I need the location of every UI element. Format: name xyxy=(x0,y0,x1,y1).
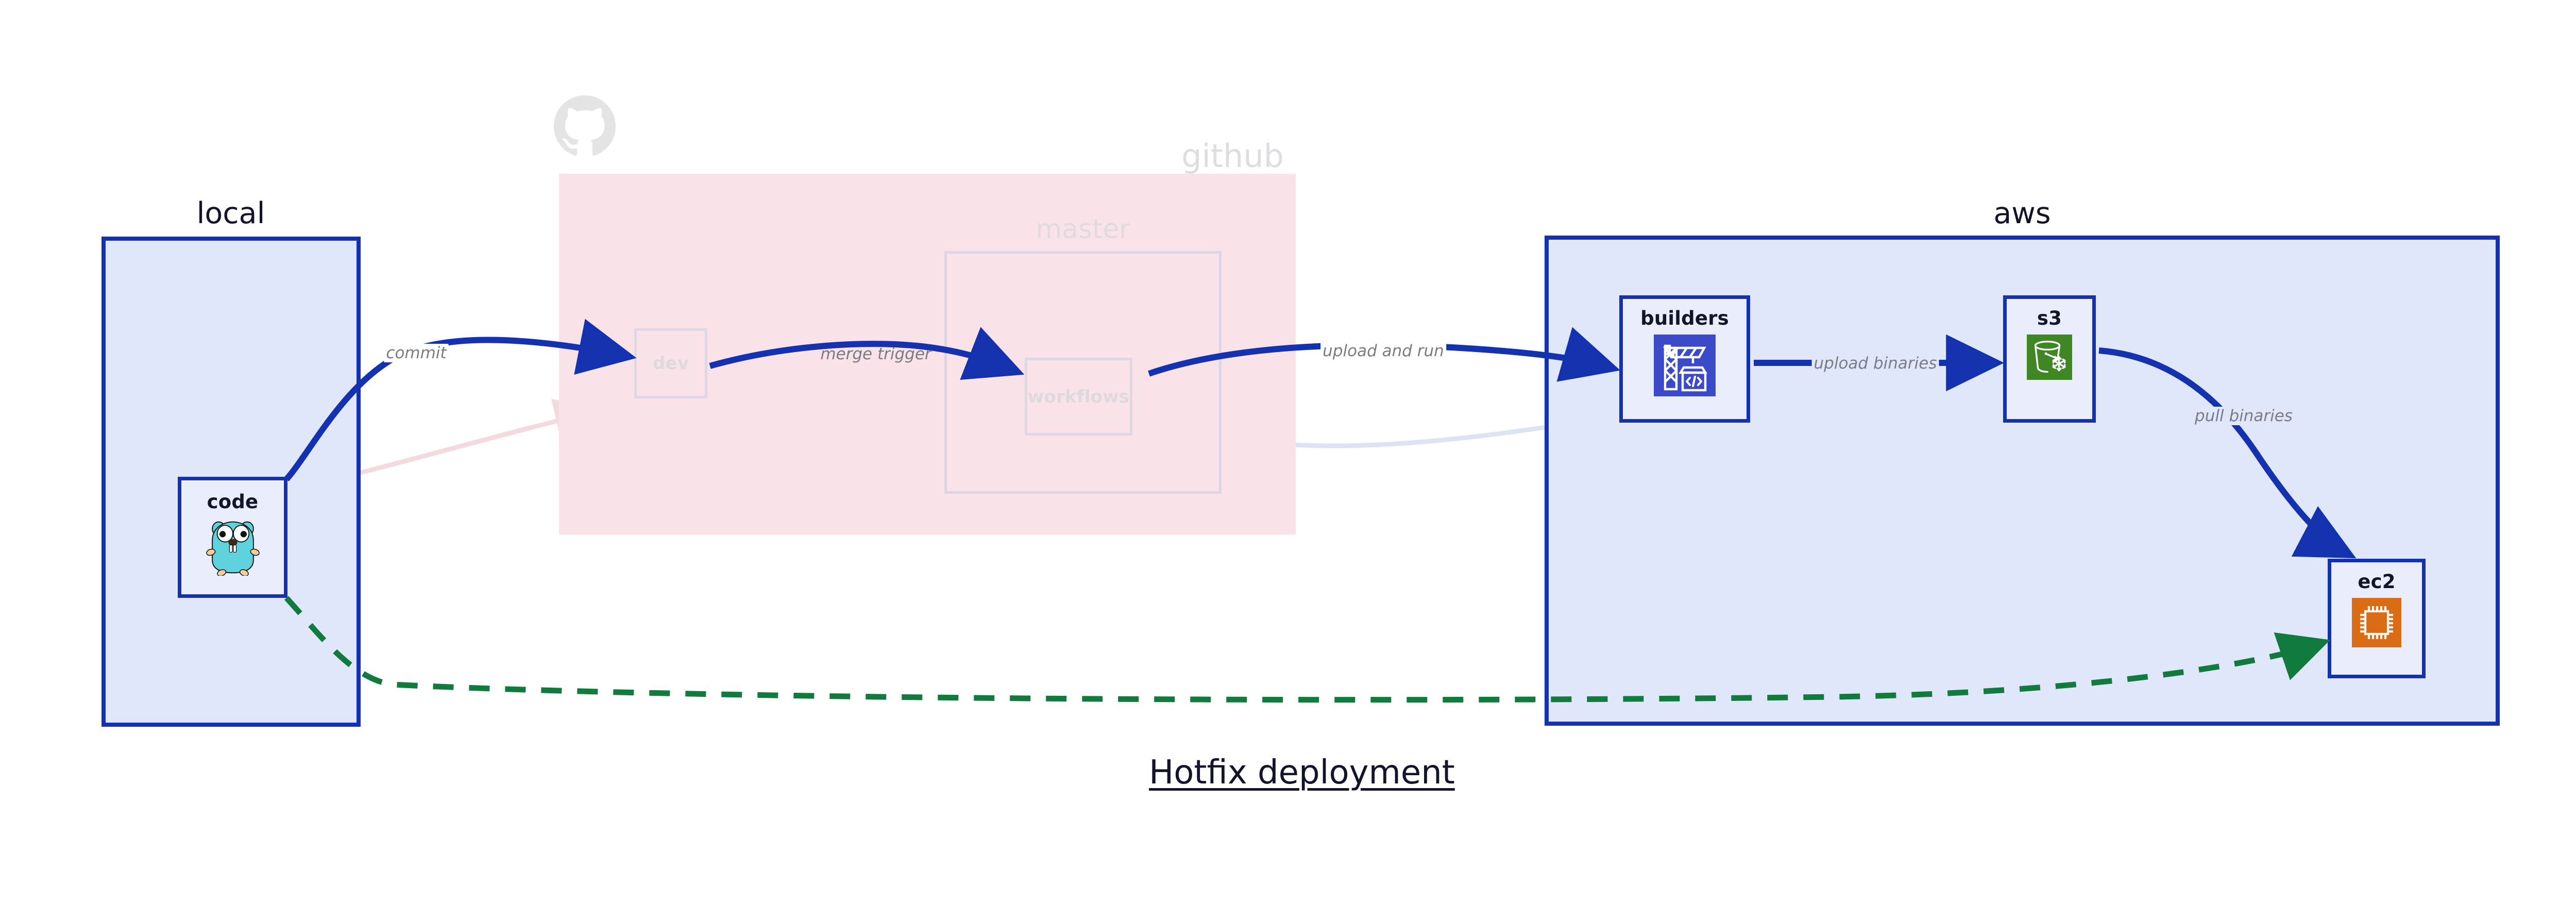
node-workflows[interactable]: workflows xyxy=(1025,358,1132,436)
node-dev-label: dev xyxy=(652,353,689,374)
crane-code-icon xyxy=(1654,335,1716,396)
go-gopher-icon xyxy=(204,518,262,576)
edge-label-upload-and-run: upload and run xyxy=(1320,342,1446,360)
edge-s3-ec2 xyxy=(2098,347,2357,559)
edge-dev-workflows xyxy=(709,327,1025,380)
diagram-title: Hotfix deployment xyxy=(1149,754,1455,792)
node-ec2-label: ec2 xyxy=(2358,571,2396,593)
cpu-chip-icon xyxy=(2352,598,2401,647)
edge-label-upload-binaries: upload binaries xyxy=(1811,354,1939,373)
node-workflows-label: workflows xyxy=(1027,386,1130,407)
node-code-label: code xyxy=(207,491,259,513)
github-octocat-icon xyxy=(554,95,616,157)
group-github-label: github xyxy=(1181,137,1284,175)
group-aws-label: aws xyxy=(1993,196,2051,230)
subframe-master xyxy=(944,251,1222,494)
edge-label-pull-binaries: pull binaries xyxy=(2193,407,2295,425)
edge-code-ec2-hotfix xyxy=(284,596,2331,703)
subframe-master-label: master xyxy=(1036,214,1130,245)
s3-bucket-icon xyxy=(2027,335,2072,380)
edge-label-merge-trigger: merge trigger xyxy=(820,345,931,363)
edge-code-dev xyxy=(284,319,637,481)
node-builders[interactable]: builders xyxy=(1619,295,1750,423)
group-local-label: local xyxy=(196,196,265,230)
node-ec2[interactable]: ec2 xyxy=(2328,559,2426,678)
node-code[interactable]: code xyxy=(178,477,287,598)
group-github xyxy=(559,174,1296,534)
edge-label-commit: commit xyxy=(384,344,449,362)
node-builders-label: builders xyxy=(1640,307,1729,329)
node-s3[interactable]: s3 xyxy=(2003,295,2096,423)
node-s3-label: s3 xyxy=(2037,307,2062,329)
